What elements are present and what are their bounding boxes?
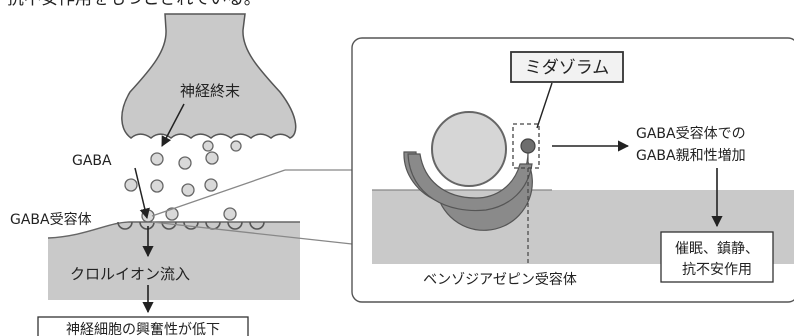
effects-label-line2: 抗不安作用 [682, 262, 752, 278]
excitability-label: 神経細胞の興奮性が低下 [66, 322, 220, 336]
top-caption: 、抗不安作用をもつとされている。 [0, 0, 261, 9]
receptor-cup [227, 221, 243, 230]
zoom-line [151, 221, 353, 245]
arrow-to-vesicle [161, 103, 185, 147]
midazolam-label: ミダゾラム [525, 58, 610, 78]
gaba-molecule [150, 179, 164, 193]
gaba-receptor-label: GABA受容体 [10, 211, 92, 228]
midazolam-molecule [520, 138, 536, 154]
gaba-molecule [205, 151, 219, 165]
nerve-terminal-label: 神経終末 [180, 82, 240, 100]
gaba-in-terminal [230, 140, 242, 152]
effects-box [660, 231, 774, 283]
gaba-in-terminal [202, 140, 214, 152]
effects-label-line1: 催眠、鎮静、 [675, 241, 759, 257]
gaba-receptor-ball [431, 111, 507, 187]
excitability-box [37, 316, 249, 336]
postsynaptic-membrane-line [47, 221, 300, 239]
postsynaptic-cell [48, 222, 300, 300]
gaba-label-arrow [134, 167, 150, 220]
gaba-molecule [178, 156, 192, 170]
gaba-label: GABA [72, 153, 112, 169]
gaba-molecule [150, 152, 164, 166]
zoom-line [151, 169, 286, 217]
receptor-cup [183, 221, 199, 230]
receptor-cup [249, 221, 265, 230]
midazolam-label-box [510, 51, 624, 83]
receptor-crescent-front [407, 153, 533, 212]
receptor-cup [139, 221, 155, 230]
affinity-label-line1: GABA受容体での [636, 125, 746, 142]
gaba-molecules [124, 151, 237, 223]
chloride-influx-label: クロルイオン流入 [70, 265, 190, 283]
gaba-molecule [223, 207, 237, 221]
affinity-label-line2: GABA親和性増加 [636, 148, 746, 164]
gaba-molecule [124, 178, 138, 192]
gaba-molecule [165, 207, 179, 221]
receptor-cup [117, 221, 133, 230]
nerve-terminal-shape [121, 13, 297, 139]
gaba-molecule [181, 183, 195, 197]
midazolam-pointer [536, 82, 553, 129]
bz-receptor-label: ベンゾジアゼピン受容体 [423, 271, 577, 288]
gaba-molecule [204, 178, 218, 192]
